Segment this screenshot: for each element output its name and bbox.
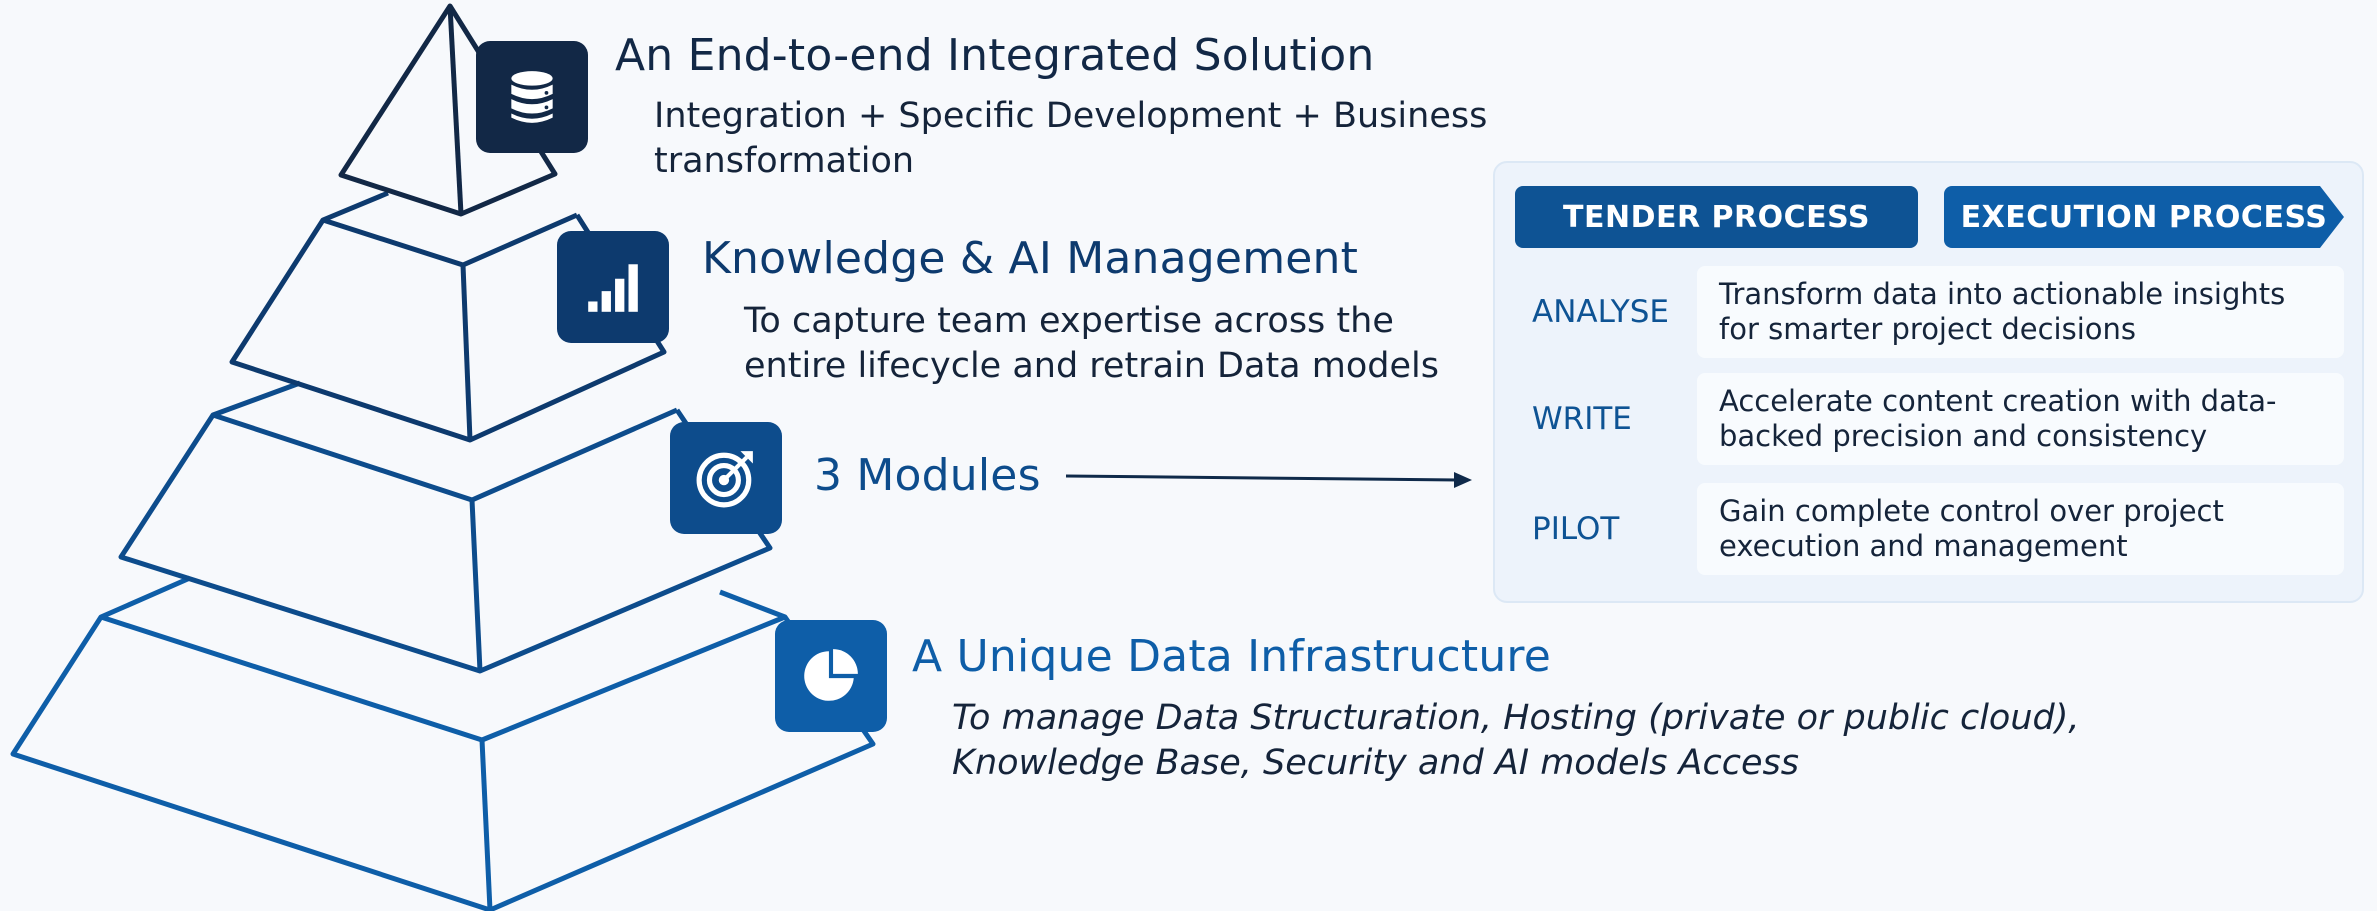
layer-1-subtitle: Integration + Specific Development + Bus… xyxy=(654,94,1487,184)
module-label-analyse: ANALYSE xyxy=(1532,294,1669,330)
pyramid-layer-4 xyxy=(10,575,876,911)
module-analyse-line1: Transform data into actionable insights xyxy=(1719,277,2286,311)
layer-2-subtitle-line2: entire lifecycle and retrain Data models xyxy=(744,346,1439,386)
pie-chart-icon-box xyxy=(775,620,887,732)
target-icon-box xyxy=(670,422,782,534)
layer-1-subtitle-line2: transformation xyxy=(654,141,915,181)
layer-2-subtitle-line1: To capture team expertise across the xyxy=(744,301,1394,341)
tender-process-label: TENDER PROCESS xyxy=(1515,186,1918,248)
module-label-write: WRITE xyxy=(1532,401,1632,437)
database-icon xyxy=(511,71,553,123)
module-analyse-line2: for smarter project decisions xyxy=(1719,312,2137,346)
module-pilot-line1: Gain complete control over project xyxy=(1719,494,2224,528)
target-icon xyxy=(696,451,753,508)
module-description-pilot: Gain complete control over project execu… xyxy=(1697,483,2344,575)
layer-4-subtitle: To manage Data Structuration, Hosting (p… xyxy=(952,696,2080,786)
execution-process-label: EXECUTION PROCESS xyxy=(1944,186,2344,248)
module-description-analyse: Transform data into actionable insights … xyxy=(1697,266,2344,358)
layer-2-title: Knowledge & AI Management xyxy=(702,233,1359,284)
layer-1-title: An End-to-end Integrated Solution xyxy=(615,30,1375,81)
pie-chart-icon xyxy=(804,649,858,701)
database-icon-box xyxy=(476,41,588,153)
layer-4-title: A Unique Data Infrastructure xyxy=(912,631,1552,682)
layer-2-subtitle: To capture team expertise across the ent… xyxy=(744,299,1439,389)
layer-4-subtitle-line1: To manage Data Structuration, Hosting (p… xyxy=(952,698,2080,738)
module-write-line2: backed precision and consistency xyxy=(1719,419,2208,453)
module-label-pilot: PILOT xyxy=(1532,511,1620,547)
module-pilot-line2: execution and management xyxy=(1719,529,2128,563)
module-write-line1: Accelerate content creation with data- xyxy=(1719,384,2277,418)
layer-1-subtitle-line1: Integration + Specific Development + Bus… xyxy=(654,96,1488,136)
bar-chart-icon xyxy=(588,264,638,312)
arrow-connector xyxy=(1065,472,1472,488)
layer-4-subtitle-line2: Knowledge Base, Security and AI models A… xyxy=(952,743,1799,783)
bar-chart-icon-box xyxy=(557,231,669,343)
module-description-write: Accelerate content creation with data- b… xyxy=(1697,373,2344,465)
layer-3-title: 3 Modules xyxy=(814,450,1041,501)
